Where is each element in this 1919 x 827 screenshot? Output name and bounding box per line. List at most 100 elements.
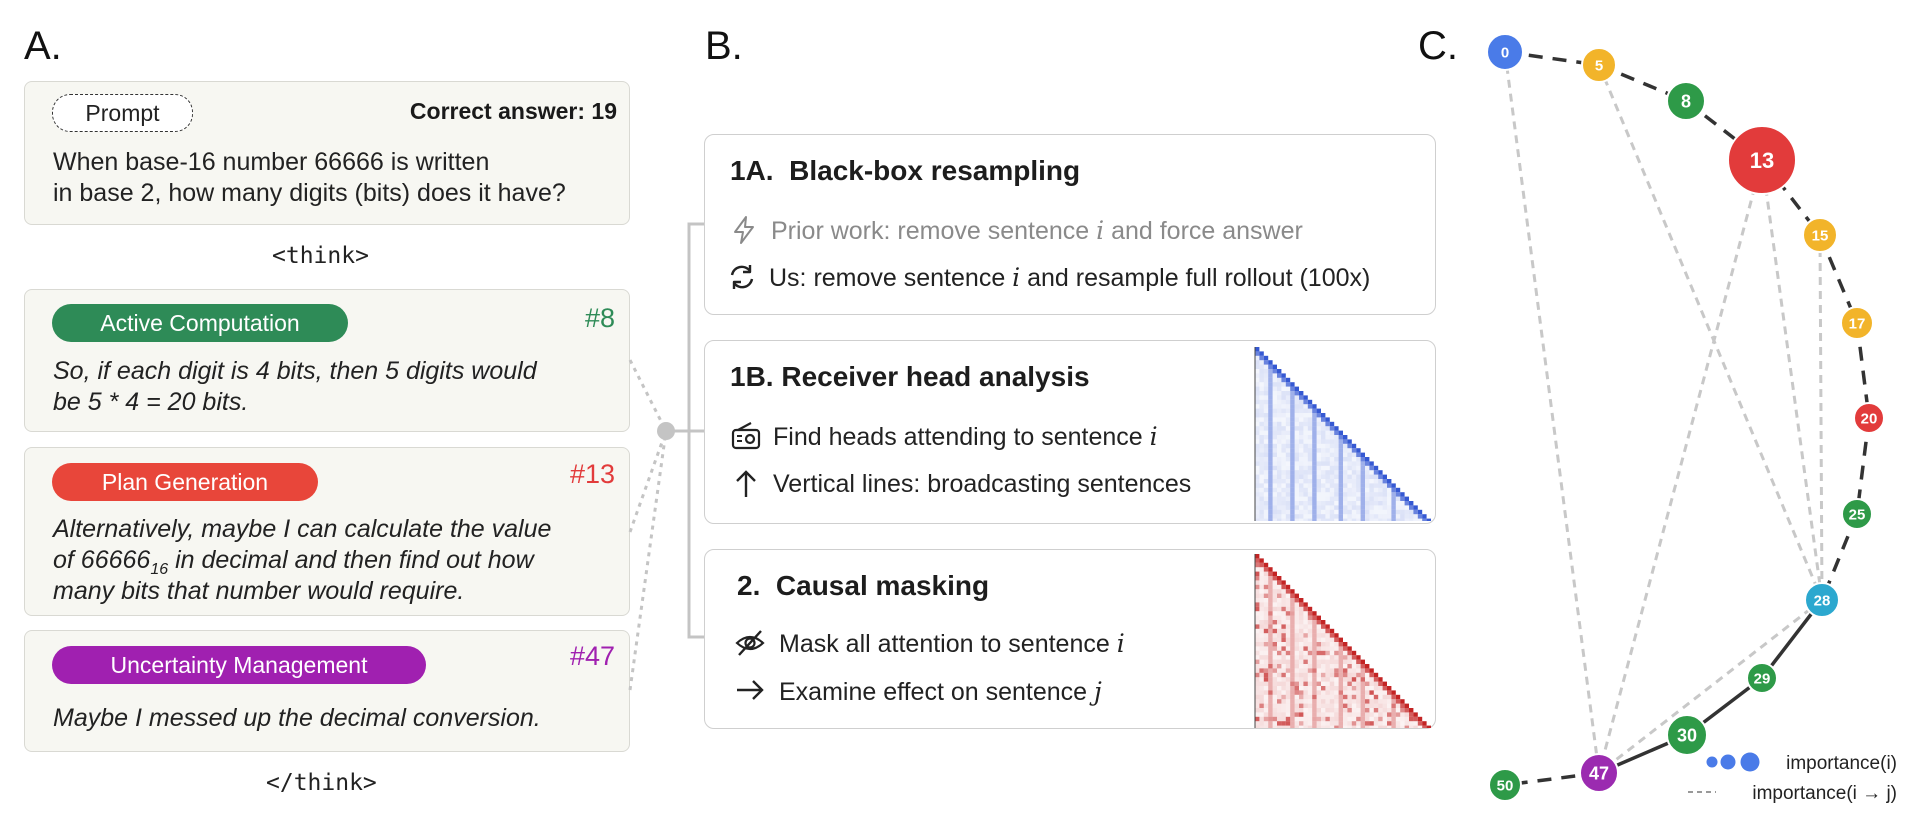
category-pill-plan-generation: Plan Generation [52,463,318,501]
graph-node-28: 28 [1804,582,1840,618]
node-label: 30 [1677,725,1697,745]
graph-node-29: 29 [1746,662,1778,694]
graph-node-5: 5 [1581,47,1617,83]
var-i: i [1012,263,1021,292]
think-open-tag: <think> [272,243,369,269]
us-line: Us: remove sentence i and resample full … [769,263,1370,293]
sentence-text-line-1: Alternatively, maybe I can calculate the… [53,515,552,543]
node-label: 8 [1681,91,1691,111]
legend-edge-label: importance(i → j) [1752,783,1897,804]
method-title: 1A. Black-box resampling [730,155,1081,186]
method-card-black-box-resampling: 1A. Black-box resampling Prior work: rem… [704,134,1436,315]
mask-attention-line: Mask all attention to sentence i [779,629,1125,659]
dependency-edge [1597,159,1764,774]
legend-node-label: importance(i) [1786,753,1897,774]
think-close-tag: </think> [266,770,377,796]
prior-work-text: Prior work: remove sentence [771,217,1097,245]
node-label: 0 [1501,44,1509,61]
heatmap-cells [1255,554,1431,728]
vertical-lines-text: Vertical lines: broadcasting sentences [773,470,1192,498]
node-label: 47 [1589,763,1609,783]
method-card-causal-masking: 2. Causal masking Mask all attention to … [704,549,1436,729]
arrow-up-icon [736,470,756,497]
prior-work-rest: and force answer [1104,217,1303,245]
panel-a-label: A. [24,24,62,68]
sentence-text-line-2: be 5 * 4 = 20 bits. [53,388,249,416]
legend-node-small [1706,756,1718,768]
sentence-index-13: #13 [569,459,615,489]
node-label: 15 [1812,227,1829,244]
receiver-head-heatmap [1254,347,1431,521]
legend-node-medium [1720,754,1736,770]
panel-c-label: C. [1418,24,1458,68]
graph-node-47: 47 [1579,753,1619,793]
correct-answer: Correct answer: 19 [409,98,617,124]
sentence-text-rest: in decimal and then find out how [168,546,534,574]
sequential-edges [1504,50,1871,787]
sentence-dependency-graph: 0 5 8 13 15 17 20 25 28 29 30 47 50 importance(i) im… [1486,33,1897,804]
node-label: 17 [1849,315,1866,332]
sentence-card-47: Uncertainty Management #47 Maybe I messe… [24,630,630,752]
node-label: 50 [1497,777,1514,794]
graph-node-13: 13 [1727,125,1797,195]
node-label: 25 [1849,506,1866,523]
prompt-line-1: When base-16 number 66666 is written [53,148,490,176]
graph-node-25: 25 [1841,498,1873,530]
causal-masking-heatmap [1254,554,1431,728]
dependency-edge [1818,234,1824,601]
dependency-edge [1760,159,1824,601]
graph-node-0: 0 [1486,33,1524,71]
us-text: Us: remove sentence [769,264,1013,292]
graph-node-8: 8 [1666,81,1706,121]
graph-node-30: 30 [1666,714,1708,756]
sentence-index-8: #8 [584,303,615,333]
subscript-16: 16 [150,561,169,578]
number-66666: of 66666 [53,546,151,574]
examine-effect-text: Examine effect on sentence [779,678,1095,706]
category-pill-active-computation: Active Computation [52,304,348,342]
sequence-edge [1855,417,1871,515]
dependency-edge [1503,51,1601,774]
var-i: i [1149,422,1158,451]
node-label: 5 [1595,57,1603,74]
method-title: 2. Causal masking [737,570,990,601]
node-label: 28 [1814,592,1831,609]
graph-node-17: 17 [1840,306,1874,340]
node-label: 29 [1754,670,1771,687]
node-label: 13 [1750,148,1774,173]
node-label: 20 [1861,410,1878,427]
category-pill-uncertainty-management: Uncertainty Management [52,646,426,684]
graph-node-15: 15 [1802,217,1838,253]
lightning-icon [734,216,754,244]
graph-nodes: 0 5 8 13 15 17 20 25 28 29 30 47 50 [1486,33,1885,802]
var-j: j [1094,677,1102,706]
sentence-index-47: #47 [569,641,615,671]
dependency-edges [1503,51,1824,775]
prompt-card: Prompt Correct answer: 19 When base-16 n… [24,81,630,225]
us-rest: and resample full rollout (100x) [1020,264,1371,292]
graph-node-50: 50 [1488,768,1522,802]
dependency-edge [1598,598,1823,775]
prior-work-line: Prior work: remove sentence i and force … [771,216,1303,246]
method-title: 1B. Receiver head analysis [730,361,1090,392]
var-i: i [1116,629,1125,658]
find-heads-line: Find heads attending to sentence i [773,422,1158,452]
sentence-text-line-1: Maybe I messed up the decimal conversion… [53,704,541,732]
examine-effect-line: Examine effect on sentence j [779,677,1102,707]
sentence-card-13: Plan Generation #13 Alternatively, maybe… [24,447,630,616]
prompt-pill: Prompt [52,94,193,132]
dependency-edge [1597,64,1824,601]
heatmap-cells [1255,347,1431,521]
find-heads-text: Find heads attending to sentence [773,423,1150,451]
sentence-text-line-2: of 6666616 in decimal and then find out … [53,545,534,585]
panel-b-label: B. [705,24,743,68]
method-card-receiver-head-analysis: 1B. Receiver head analysis Find heads at… [704,340,1436,524]
radio-icon [731,422,761,450]
refresh-icon [730,265,754,289]
var-i: i [1096,216,1105,245]
legend: importance(i) importance(i → j) [1688,752,1897,804]
sentence-text-line-3: many bits that number would require. [53,577,465,605]
legend-node-large [1740,752,1760,772]
arrow-right-icon [737,680,764,700]
graph-node-20: 20 [1853,402,1885,434]
